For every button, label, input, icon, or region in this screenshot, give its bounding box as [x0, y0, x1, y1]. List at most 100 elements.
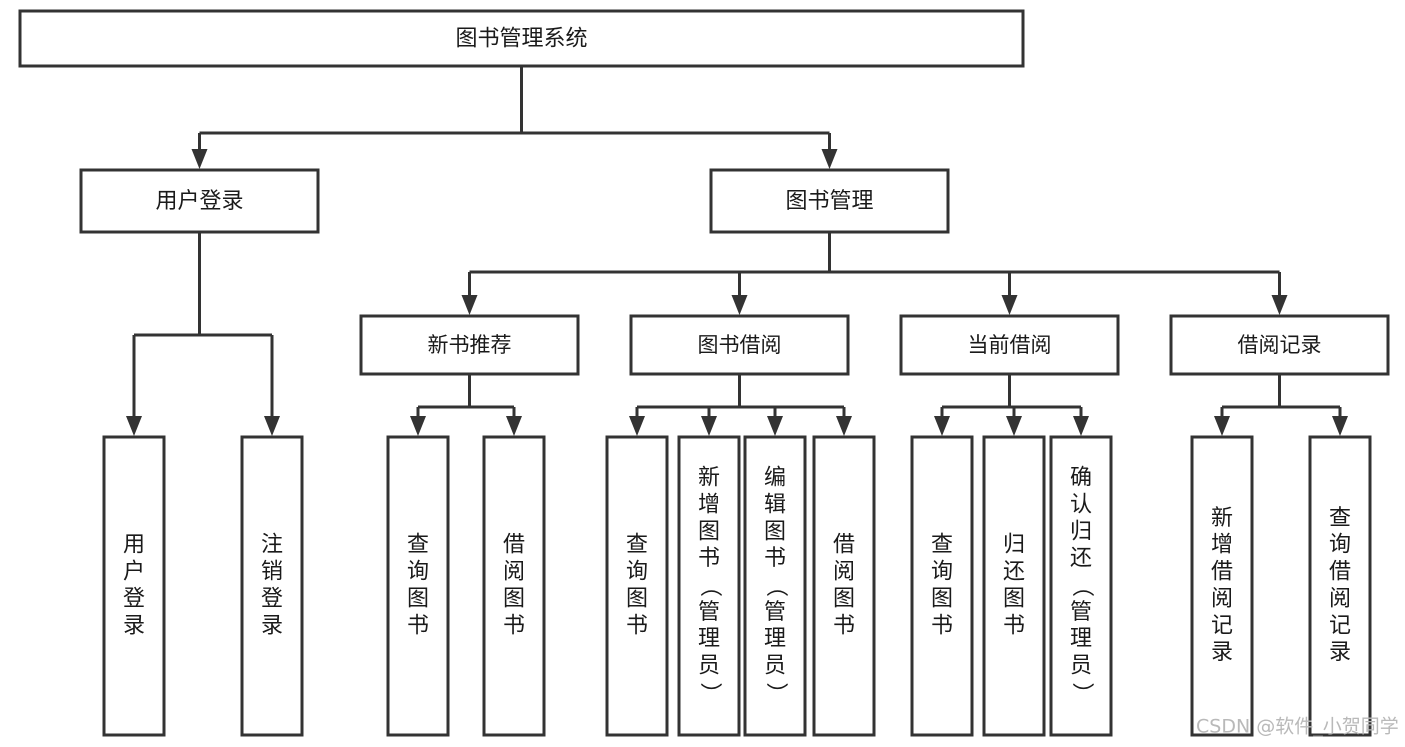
node-label-char: 员	[1070, 654, 1092, 679]
node-box	[482, 435, 546, 737]
node-box	[359, 314, 580, 376]
node-box	[1190, 435, 1254, 737]
node-leaf-user-login[interactable]: 用户登录	[102, 435, 166, 737]
node-label-char: 图	[931, 586, 953, 611]
node-label: 图书管理	[785, 189, 873, 214]
node-box	[709, 168, 950, 234]
connector-arrowhead	[731, 295, 748, 315]
node-book-manage[interactable]: 图书管理	[709, 168, 950, 234]
node-label-char: 查	[931, 533, 953, 558]
node-label-char: 记	[1329, 613, 1351, 638]
connector-arrowhead	[767, 416, 783, 436]
node-root[interactable]: 图书管理系统	[18, 9, 1025, 68]
node-label-char: 图	[407, 586, 429, 611]
node-label-char: 借	[833, 533, 855, 558]
node-label-char: 询	[1329, 533, 1351, 558]
node-label-char: 阅	[1211, 586, 1233, 611]
node-label-char: ）	[763, 682, 788, 704]
node-label-char: 管	[698, 600, 720, 625]
connector-arrowhead	[934, 416, 950, 436]
node-label-char: 书	[698, 546, 720, 571]
node-label-char: 用	[123, 533, 145, 558]
node-label-char: 借	[503, 533, 525, 558]
node-label-char: 管	[1070, 600, 1092, 625]
node-label-char: （	[1069, 575, 1094, 597]
node-label-char: 理	[1070, 627, 1092, 652]
node-label-char: 新	[1211, 506, 1233, 531]
node-box	[102, 435, 166, 737]
node-label-char: ）	[697, 682, 722, 704]
node-label-char: 书	[833, 613, 855, 638]
node-label-char: 新	[698, 466, 720, 491]
node-label-char: 查	[626, 533, 648, 558]
node-label-char: 书	[764, 546, 786, 571]
node-layer: 图书管理系统用户登录图书管理新书推荐图书借阅当前借阅借阅记录用户登录注销登录查询…	[18, 9, 1390, 737]
node-label-char: 借	[1329, 560, 1351, 585]
node-label-char: 记	[1211, 613, 1233, 638]
node-label-char: 录	[261, 613, 283, 638]
connector-arrowhead	[701, 416, 717, 436]
node-label-char: 书	[626, 613, 648, 638]
node-label-char: 理	[764, 627, 786, 652]
connector-arrowhead	[821, 149, 838, 169]
node-label-char: 图	[1003, 586, 1025, 611]
node-label-char: 询	[931, 560, 953, 585]
node-label-char: 确	[1070, 466, 1092, 491]
connector-arrowhead	[1001, 295, 1018, 315]
node-label-char: 登	[123, 586, 145, 611]
node-label-char: 阅	[833, 560, 855, 585]
node-label: 图书管理系统	[455, 27, 587, 52]
node-label-char: 注	[261, 533, 283, 558]
connector-arrowhead	[461, 295, 478, 315]
node-label-char: 图	[503, 586, 525, 611]
node-borrow-record[interactable]: 借阅记录	[1169, 314, 1390, 376]
node-label-char: 书	[407, 613, 429, 638]
connector-arrowhead	[1332, 416, 1348, 436]
node-label-char: 阅	[503, 560, 525, 585]
node-label-char: 增	[698, 492, 720, 517]
node-label-char: （	[763, 575, 788, 597]
node-label-char: 书	[1003, 613, 1025, 638]
connector-arrowhead	[1214, 416, 1230, 436]
connector-arrowhead	[126, 416, 142, 436]
node-user-login[interactable]: 用户登录	[79, 168, 320, 234]
node-current-borrow[interactable]: 当前借阅	[899, 314, 1120, 376]
node-label-char: 图	[698, 519, 720, 544]
node-label-char: 借	[1211, 560, 1233, 585]
connector-arrowhead	[506, 416, 522, 436]
node-label-char: 归	[1070, 519, 1092, 544]
node-new-book-rec[interactable]: 新书推荐	[359, 314, 580, 376]
node-label-char: 增	[1211, 533, 1233, 558]
node-label-char: 理	[698, 627, 720, 652]
node-box	[910, 435, 974, 737]
node-label-char: 录	[123, 613, 145, 638]
node-book-borrow[interactable]: 图书借阅	[629, 314, 850, 376]
connector-arrowhead	[1006, 416, 1022, 436]
node-box	[605, 435, 669, 737]
node-label-char: 图	[833, 586, 855, 611]
connector-arrowhead	[836, 416, 852, 436]
node-label: 新书推荐	[428, 333, 512, 357]
